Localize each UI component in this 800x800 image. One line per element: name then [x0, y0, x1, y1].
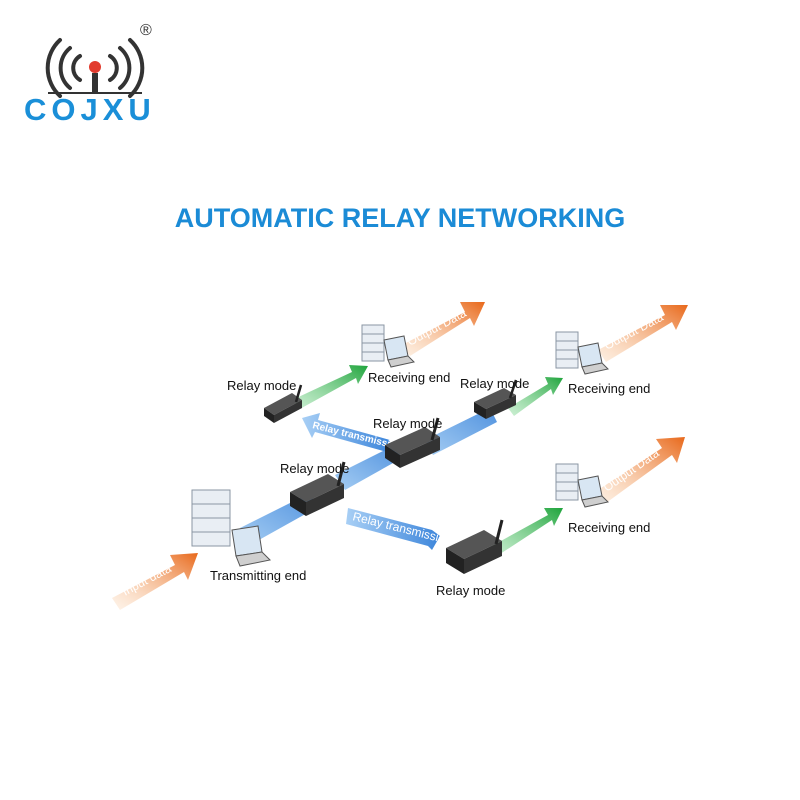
relay-device-right [474, 379, 518, 419]
input-data-arrow: Input data [112, 553, 198, 610]
antenna-icon [336, 461, 346, 487]
laptop-icon [231, 525, 272, 567]
output-data-arrow-2: Output Data [598, 305, 688, 362]
relay-device-top-left [264, 384, 303, 423]
antenna-dot [89, 61, 101, 73]
output-data-arrow-1: Output Data [402, 302, 485, 356]
transmitting-end-label: Transmitting end [210, 568, 306, 583]
server-icon [361, 324, 385, 362]
link-relay2-to-relay3 [425, 408, 497, 455]
brand-name: COJXU [24, 92, 156, 127]
relay-mode-label-1: Relay mode [227, 378, 296, 393]
antenna-icon [430, 417, 440, 441]
receiving-end-computer-1 [361, 324, 416, 368]
link-relay3-to-receiver2 [508, 377, 563, 416]
receiving-end-computer-3 [555, 463, 610, 508]
receiving-end-label-3: Receiving end [568, 520, 650, 535]
server-icon [555, 463, 579, 501]
relay-mode-label-4: Relay mode [280, 461, 349, 476]
page-title: AUTOMATIC RELAY NETWORKING [174, 203, 626, 233]
antenna-mast [92, 73, 98, 93]
output-data-label-1: Output Data [405, 306, 469, 349]
antenna-icon [494, 519, 504, 545]
relay-device-left [290, 461, 346, 516]
antenna-icon [508, 379, 518, 399]
relay-device-center [385, 417, 440, 468]
relay-mode-label-3: Relay mode [460, 376, 529, 391]
laptop-icon [577, 342, 610, 375]
transmitting-end-computer [191, 489, 272, 567]
antenna-icon [294, 384, 303, 403]
receiving-end-label-1: Receiving end [368, 370, 450, 385]
output-data-arrow-3: Output Data [598, 437, 685, 503]
receiving-end-label-2: Receiving end [568, 381, 650, 396]
link-relay4-to-receiver3 [488, 508, 563, 558]
receiving-end-computer-2 [555, 331, 610, 375]
wireless-signal-icon [45, 38, 145, 98]
laptop-icon [577, 475, 610, 508]
cojxu-logo [45, 38, 145, 98]
server-icon [191, 489, 231, 547]
link-relay-top-to-receiver1 [292, 365, 368, 410]
relay-device-bottom [446, 519, 504, 574]
registered-mark: ® [140, 22, 152, 39]
relay-mode-label-5: Relay mode [436, 583, 505, 598]
relay-transmission-arrow-bottom: Relay transmission [346, 508, 453, 550]
output-data-label-3: Output Data [601, 446, 662, 495]
laptop-icon [383, 335, 416, 368]
relay-mode-label-2: Relay mode [373, 416, 442, 431]
server-icon [555, 331, 579, 369]
